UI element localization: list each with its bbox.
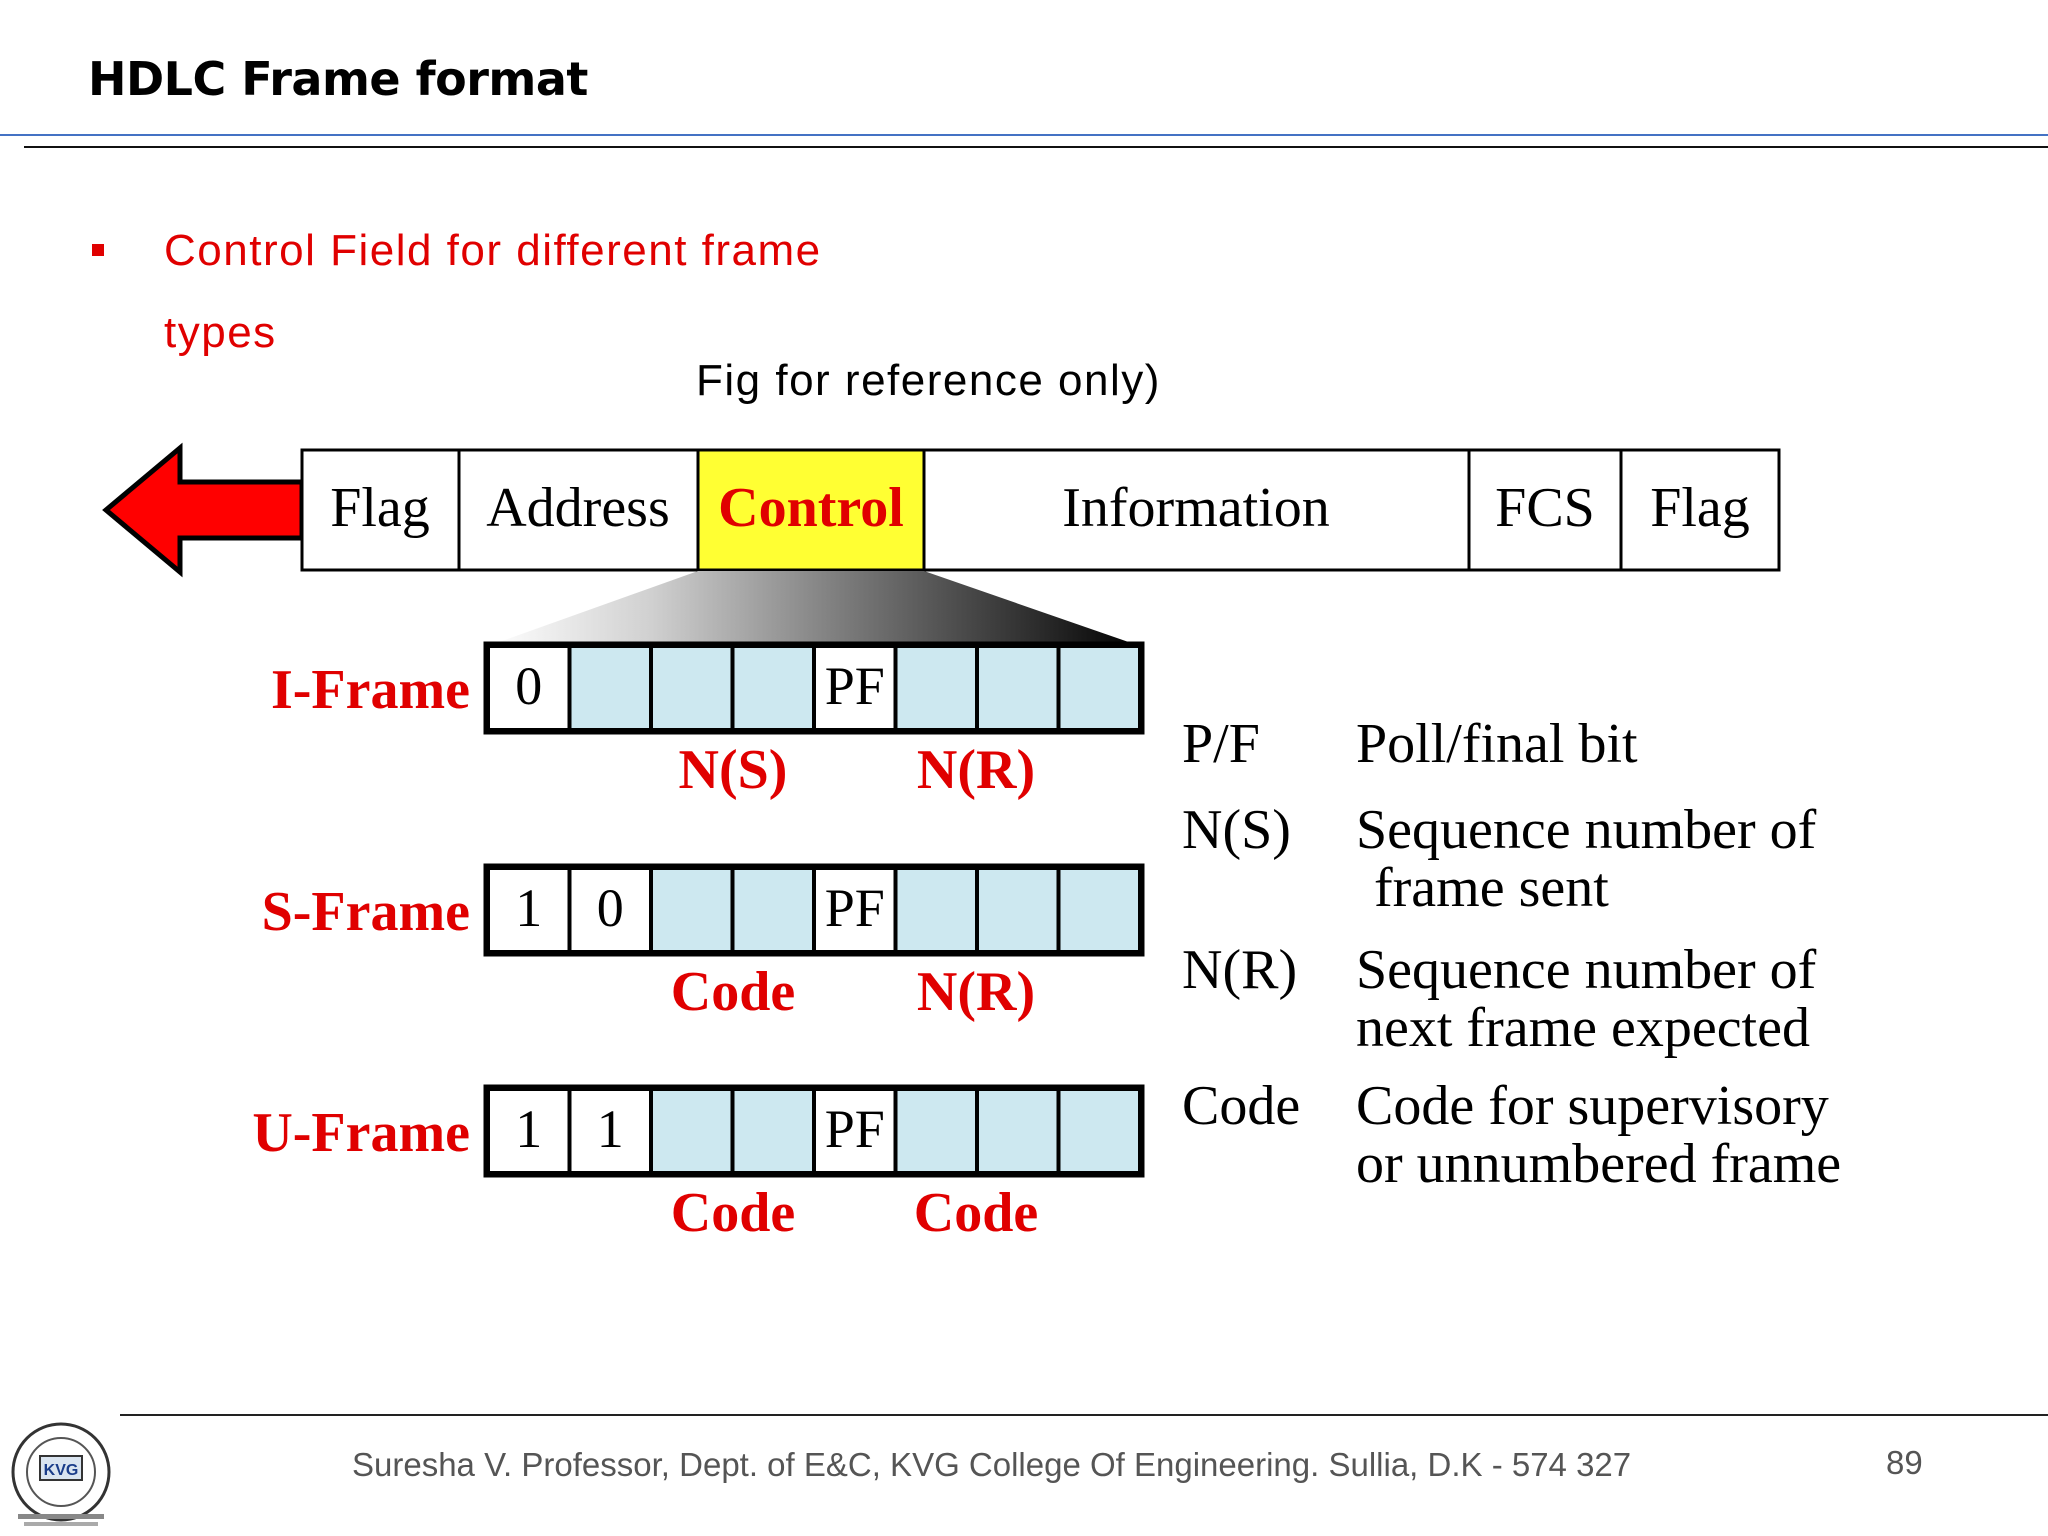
legend-description: Poll/final bit: [1356, 713, 1638, 775]
field-label: N(R): [917, 961, 1035, 1023]
bit-cell: [730, 1087, 816, 1175]
bit-cell: [893, 1087, 979, 1175]
bullet-text-line-1: Control Field for different frame: [164, 226, 822, 275]
footer-divider: [120, 1414, 2048, 1416]
field-label: N(S): [679, 739, 788, 801]
poll-final-bit: PF: [825, 1099, 885, 1159]
frame-type-label: I-Frame: [271, 659, 470, 721]
frame-field-flag-end: [1619, 448, 1781, 572]
bit-cell: [893, 644, 979, 732]
bit-value: 0: [597, 878, 624, 938]
bit-cell: [975, 866, 1061, 954]
control-expansion-trapezoid: [488, 571, 1140, 646]
bit-cell: [730, 866, 816, 954]
frame-field-label: Information: [1062, 477, 1329, 539]
bit-cell: [1056, 1087, 1142, 1175]
legend-term: P/F: [1182, 713, 1260, 775]
legend-description: or unnumbered frame: [1356, 1133, 1841, 1195]
legend-description: frame sent: [1374, 857, 1609, 919]
page-number: 89: [1886, 1444, 1923, 1481]
bit-cell: [975, 644, 1061, 732]
field-label: N(R): [917, 739, 1035, 801]
legend-term: N(R): [1182, 939, 1297, 1001]
frame-format-row: Flag Address Control Information FCS Fla…: [300, 448, 1781, 572]
college-logo-icon: KVG: [11, 1422, 111, 1526]
bit-cell: [812, 644, 898, 732]
bit-cell: [1056, 866, 1142, 954]
frame-field-label: FCS: [1495, 477, 1595, 539]
frame-field-address: [457, 448, 700, 572]
frame-row-i-frame: I-Frame 0 PF N(S) N(R): [271, 641, 1145, 801]
figure-note: Fig for reference only): [696, 356, 1161, 405]
direction-arrow-icon: [102, 442, 305, 578]
frame-field-fcs: [1467, 448, 1623, 572]
bit-row-outline: [483, 641, 1145, 735]
bit-value: 0: [515, 656, 542, 716]
legend-description: Code for supervisory: [1356, 1075, 1829, 1137]
bit-value: 1: [515, 1099, 542, 1159]
poll-final-bit: PF: [825, 656, 885, 716]
legend-description: Sequence number of: [1356, 799, 1817, 861]
page-title: HDLC Frame format: [88, 52, 588, 106]
legend-term: Code: [1182, 1075, 1300, 1137]
svg-text:KVG: KVG: [44, 1462, 79, 1479]
frame-field-label: Address: [486, 477, 670, 539]
legend-term: N(S): [1182, 799, 1291, 861]
field-label: Code: [671, 1182, 795, 1244]
frame-field-flag-start: [300, 448, 461, 572]
legend-description: next frame expected: [1356, 997, 1810, 1059]
bit-cell: [649, 644, 735, 732]
bit-cell: [975, 1087, 1061, 1175]
bit-cell: [649, 866, 735, 954]
frame-field-label: Flag: [330, 477, 430, 539]
frame-field-label: Flag: [1650, 477, 1750, 539]
bit-value: 1: [515, 878, 542, 938]
footer-text: Suresha V. Professor, Dept. of E&C, KVG …: [352, 1446, 1632, 1483]
field-label: Code: [914, 1182, 1038, 1244]
hdlc-diagram: Flag Address Control Information FCS Fla…: [102, 442, 1841, 1244]
title-underline-blue: [0, 134, 2048, 136]
poll-final-bit: PF: [825, 878, 885, 938]
bit-cell: [730, 644, 816, 732]
bullet-square-icon: [92, 244, 104, 256]
frame-field-label: Control: [718, 477, 904, 539]
title-underline-black: [24, 146, 2048, 148]
field-label: Code: [671, 961, 795, 1023]
frame-field-control: [696, 448, 926, 572]
bit-cell: [567, 644, 653, 732]
bit-cell: [649, 1087, 735, 1175]
bit-row-outline: [483, 863, 1145, 957]
bit-row-outline: [483, 1084, 1145, 1178]
bit-cell: [893, 866, 979, 954]
frame-type-label: S-Frame: [262, 881, 470, 943]
legend-item: P/F Poll/final bit: [1182, 713, 1638, 775]
bit-cell: [1056, 644, 1142, 732]
bit-value: 1: [597, 1099, 624, 1159]
legend-description: Sequence number of: [1356, 939, 1817, 1001]
frame-type-label: U-Frame: [252, 1102, 470, 1164]
bullet-text-line-2: types: [164, 308, 277, 357]
frame-field-information: [922, 448, 1471, 572]
